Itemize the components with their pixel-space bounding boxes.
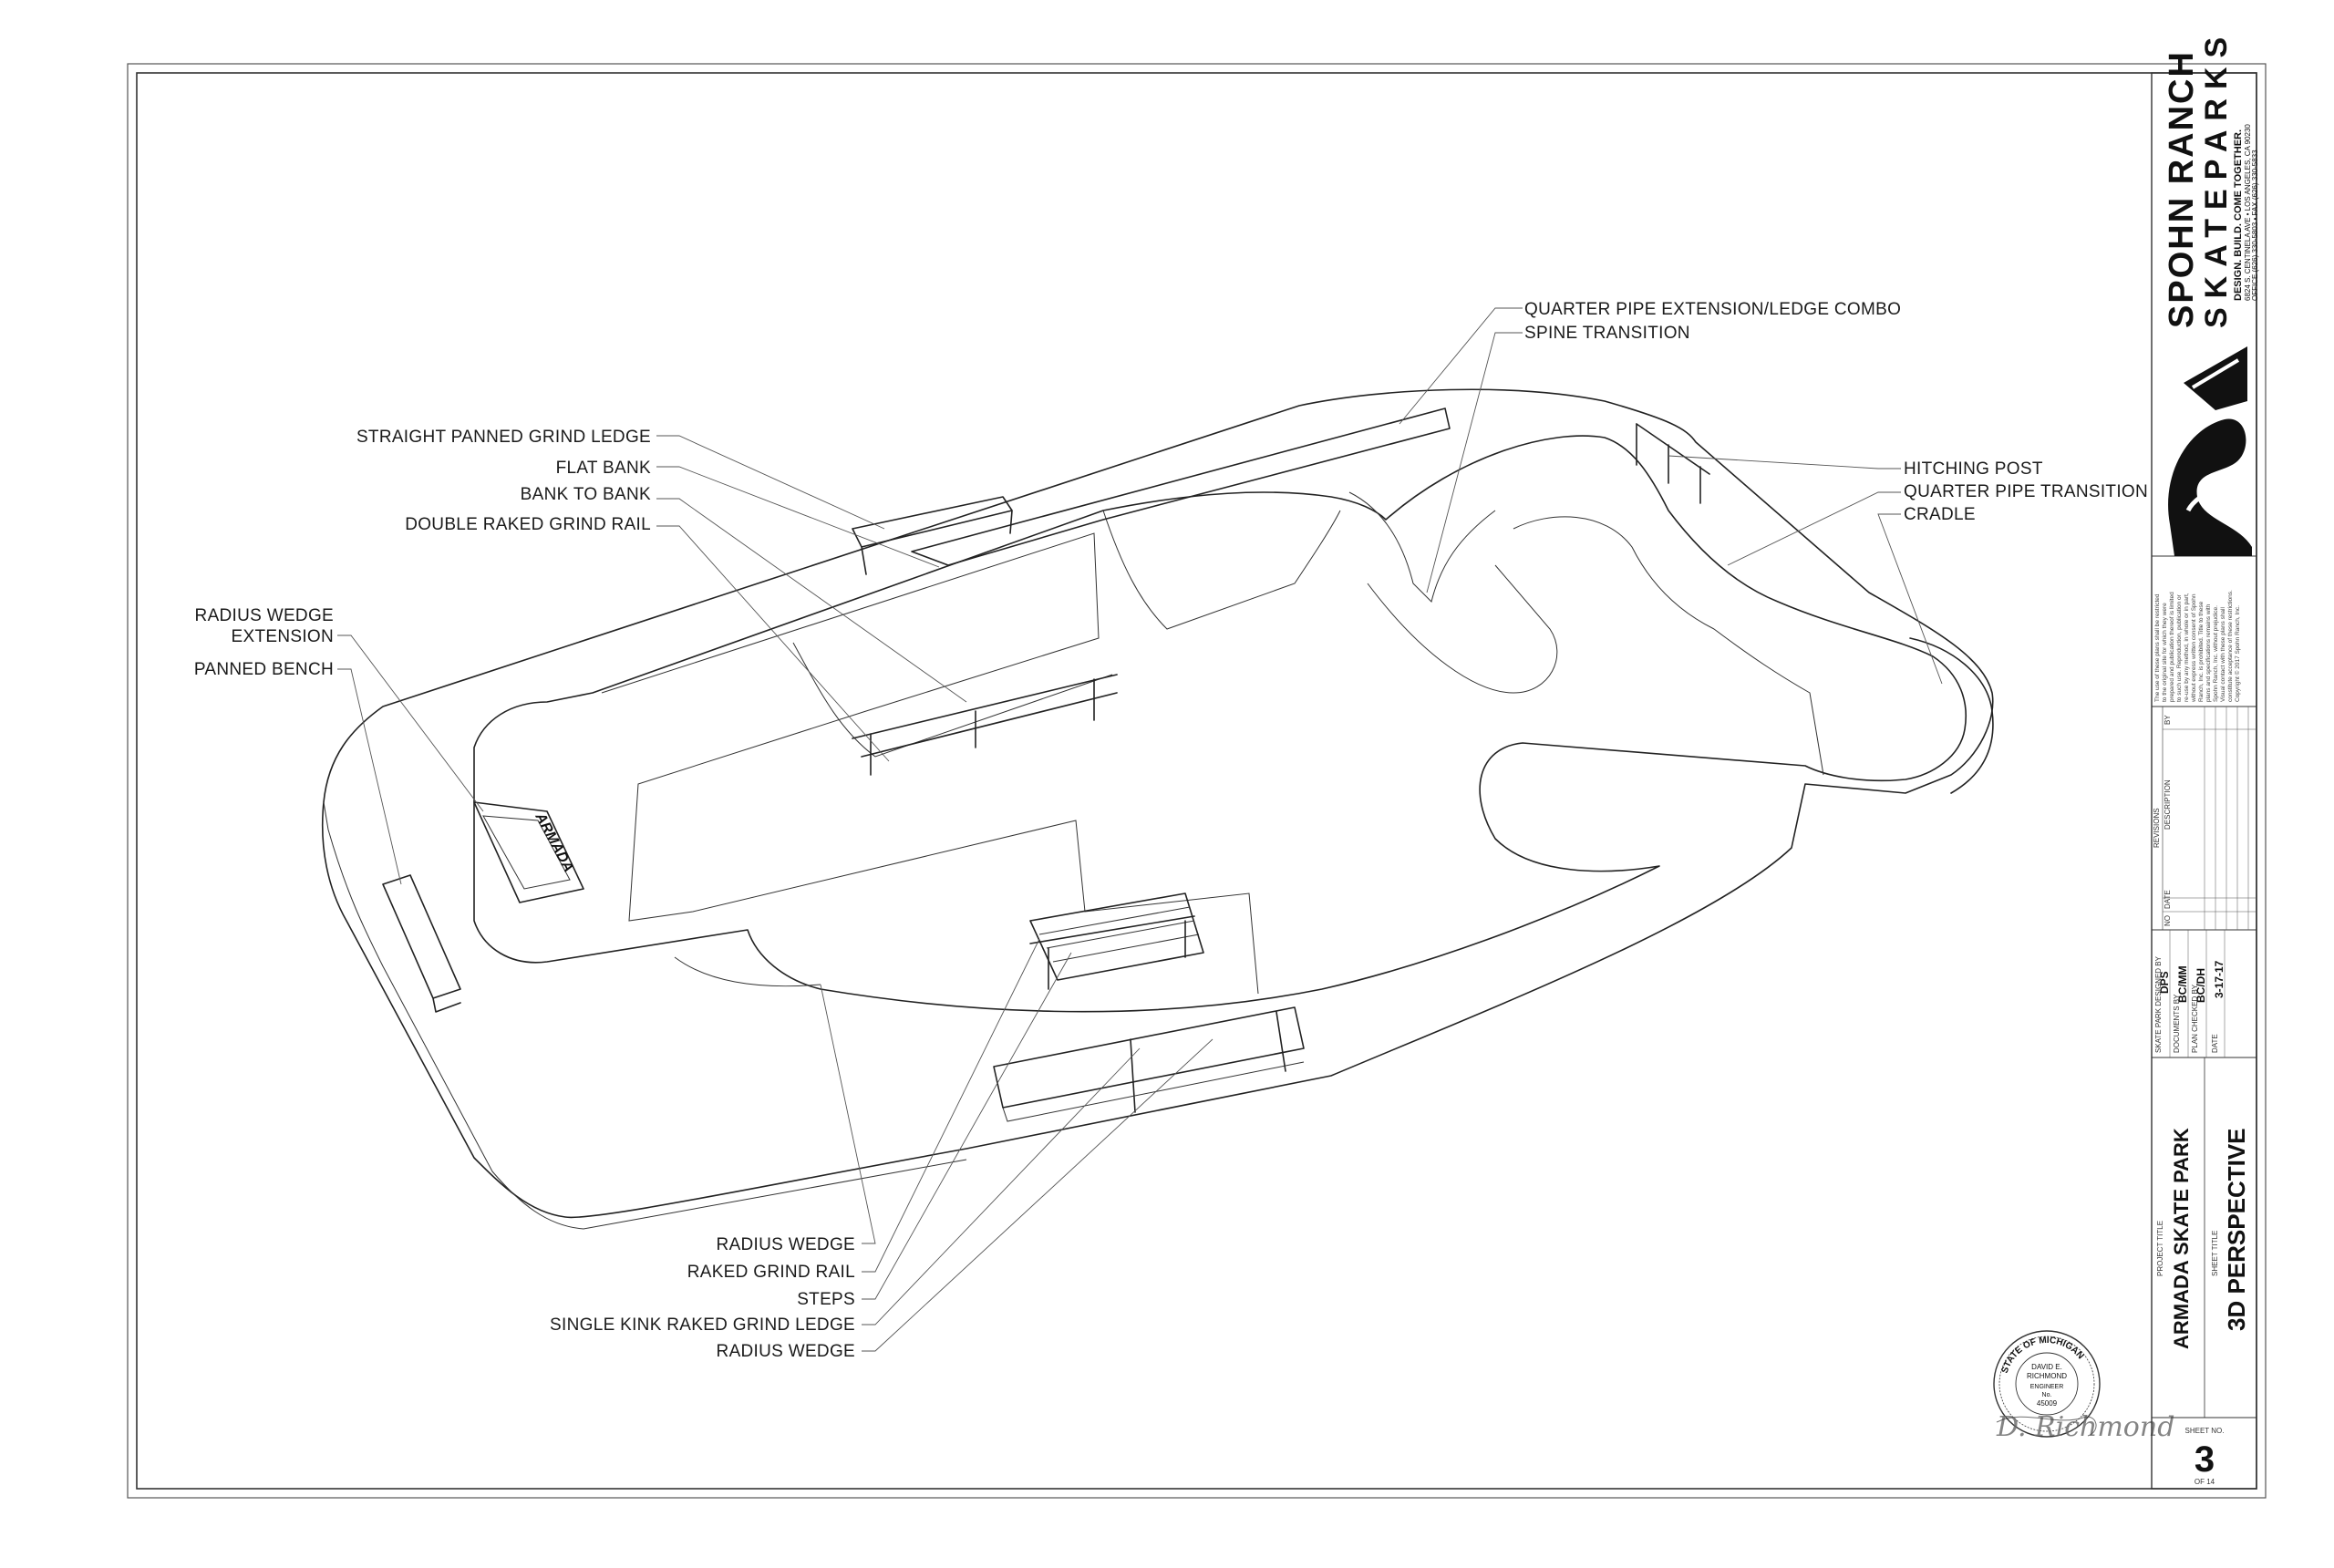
svg-text:DPS: DPS bbox=[2158, 971, 2171, 994]
svg-text:DOCUMENTS BY: DOCUMENTS BY bbox=[2173, 994, 2181, 1053]
seal-no-label: No. bbox=[2042, 1392, 2052, 1398]
svg-text:PROJECT TITLE: PROJECT TITLE bbox=[2156, 1221, 2164, 1276]
seal-name-2: RICHMOND bbox=[2027, 1372, 2067, 1380]
callout-labels-bottom: RADIUS WEDGE RAKED GRIND RAIL STEPS SING… bbox=[550, 1235, 855, 1361]
label-radius-wedge-extension-1: RADIUS WEDGE bbox=[195, 606, 334, 625]
svg-text:REVISIONS: REVISIONS bbox=[2153, 808, 2161, 848]
flat-bank-edge bbox=[792, 642, 1113, 758]
lower-stairs-area bbox=[993, 892, 1305, 1122]
copyright-notice: The use of these plans shall be restrict… bbox=[2154, 590, 2241, 703]
svg-text:BC/DH: BC/DH bbox=[2195, 968, 2207, 1003]
svg-text:DATE: DATE bbox=[2211, 1034, 2219, 1053]
svg-text:Visual contact with these plan: Visual contact with these plans shall bbox=[2220, 607, 2226, 702]
project-title-block: PROJECT TITLE ARMADA SKATE PARK SHEET TI… bbox=[2156, 1128, 2250, 1349]
svg-text:SHEET NO.: SHEET NO. bbox=[2185, 1427, 2225, 1435]
bank-to-bank bbox=[1102, 510, 1341, 630]
label-hitching-post: HITCHING POST bbox=[1904, 459, 2043, 479]
bowl-inner-edge bbox=[473, 435, 1967, 1013]
seal-number: 45009 bbox=[2037, 1399, 2058, 1408]
label-steps: STEPS bbox=[797, 1290, 855, 1309]
straight-panned-grind-ledge bbox=[852, 496, 1013, 575]
title-block: SPOHN RANCH SKATEPARKS DESIGN. BUILD. CO… bbox=[2151, 28, 2259, 1490]
park-outer-edge bbox=[321, 388, 1994, 1219]
label-double-raked-grind-rail: DOUBLE RAKED GRIND RAIL bbox=[405, 515, 651, 534]
svg-text:plans and specifications remai: plans and specifications remains with bbox=[2205, 603, 2212, 702]
cradle bbox=[1909, 637, 1994, 794]
serpentine-bowl bbox=[1367, 516, 1824, 776]
svg-text:3-17-17: 3-17-17 bbox=[2213, 960, 2226, 998]
svg-text:BC/MM: BC/MM bbox=[2176, 965, 2189, 1003]
label-radius-wedge-extension-2: EXTENSION bbox=[232, 627, 335, 646]
svg-text:Spohn Ranch, Inc. without prej: Spohn Ranch, Inc. without prejudice. bbox=[2213, 605, 2219, 702]
company-tagline: DESIGN. BUILD. COME TOGETHER. bbox=[2233, 129, 2244, 301]
label-panned-bench: PANNED BENCH bbox=[194, 660, 334, 679]
inner-border bbox=[136, 72, 2257, 1490]
svg-text:prepared and publication there: prepared and publication thereof is limi… bbox=[2169, 592, 2175, 702]
svg-text:re-use by any method, in whole: re-use by any method, in whole or in par… bbox=[2184, 593, 2190, 702]
armada-brand-mark: ARMADA bbox=[532, 810, 576, 875]
label-radius-wedge-1: RADIUS WEDGE bbox=[717, 1235, 855, 1254]
engineer-seal: STATE OF MICHIGAN DAVID E. RICHMOND ENGI… bbox=[1993, 1330, 2174, 1443]
park-slab-side bbox=[323, 801, 967, 1230]
svg-text:NO: NO bbox=[2164, 915, 2172, 926]
svg-text:The use of these plans shall b: The use of these plans shall be restrict… bbox=[2154, 593, 2161, 702]
callout-labels-top: QUARTER PIPE EXTENSION/LEDGE COMBO SPINE… bbox=[1524, 300, 1901, 343]
label-flat-bank: FLAT BANK bbox=[556, 459, 651, 478]
panned-bench bbox=[382, 874, 461, 1013]
outer-border bbox=[127, 63, 2267, 1499]
callout-labels-right: HITCHING POST QUARTER PIPE TRANSITION CR… bbox=[1904, 459, 2148, 524]
svg-text:Copyright © 2017 Spohn Ranch,: Copyright © 2017 Spohn Ranch, Inc. bbox=[2234, 605, 2241, 702]
label-straight-panned-grind-ledge: STRAIGHT PANNED GRIND LEDGE bbox=[356, 428, 651, 447]
revisions-table: REVISIONS NO DATE DESCRIPTION BY bbox=[2153, 707, 2257, 930]
double-raked-grind-rail bbox=[852, 674, 1118, 776]
label-cradle: CRADLE bbox=[1904, 505, 1976, 524]
svg-text:PLAN CHECKED BY: PLAN CHECKED BY bbox=[2191, 984, 2199, 1053]
spine-transition bbox=[1348, 491, 1496, 603]
company-phone: OFFICE (626) 330-5803 • FAX (626) 330-58… bbox=[2251, 150, 2259, 301]
seal-role: ENGINEER bbox=[2030, 1384, 2064, 1390]
design-info: SKATE PARK DESIGNED BY DPS DOCUMENTS BY … bbox=[2154, 930, 2226, 1057]
callout-labels-left: STRAIGHT PANNED GRIND LEDGE FLAT BANK BA… bbox=[194, 428, 651, 679]
radius-wedge-extension: ARMADA bbox=[473, 801, 584, 903]
callout-leaders bbox=[337, 307, 1943, 1352]
svg-text:to the original site for which: to the original site for which they were bbox=[2162, 603, 2168, 702]
label-radius-wedge-2: RADIUS WEDGE bbox=[717, 1342, 855, 1361]
seal-signature: D. Richmond bbox=[1996, 1411, 2174, 1443]
quarter-pipe-ledge-combo bbox=[911, 407, 1451, 566]
company-address: 6824 S. CENTINELA AVE • LOS ANGELES, CA … bbox=[2244, 124, 2252, 301]
company-name-2: SKATEPARKS bbox=[2199, 28, 2234, 328]
svg-text:DESCRIPTION: DESCRIPTION bbox=[2164, 779, 2172, 830]
skatepark-perspective: ARMADA bbox=[321, 388, 1994, 1230]
svg-text:Ranch, Inc. is prohibited. Tit: Ranch, Inc. is prohibited. Title to thes… bbox=[2198, 601, 2205, 702]
label-single-kink-raked-grind-ledge: SINGLE KINK RAKED GRIND LEDGE bbox=[550, 1315, 855, 1335]
radius-wedge-bottom bbox=[674, 956, 821, 987]
seal-name-1: DAVID E. bbox=[2031, 1363, 2062, 1371]
company-name-1: SPOHN RANCH bbox=[2163, 50, 2201, 328]
deck-island bbox=[601, 532, 1259, 995]
svg-text:SKATE PARK DESIGNED BY: SKATE PARK DESIGNED BY bbox=[2154, 955, 2163, 1053]
svg-text:constitute acceptance of these: constitute acceptance of these restricti… bbox=[2227, 590, 2234, 702]
label-bank-to-bank: BANK TO BANK bbox=[521, 485, 651, 504]
label-quarter-pipe-extension-ledge-combo: QUARTER PIPE EXTENSION/LEDGE COMBO bbox=[1524, 300, 1901, 319]
label-quarter-pipe-transition: QUARTER PIPE TRANSITION bbox=[1904, 482, 2148, 501]
label-raked-grind-rail: RAKED GRIND RAIL bbox=[687, 1263, 855, 1282]
svg-text:SHEET TITLE: SHEET TITLE bbox=[2211, 1231, 2219, 1276]
label-spine-transition: SPINE TRANSITION bbox=[1524, 324, 1690, 343]
svg-text:OF 14: OF 14 bbox=[2195, 1478, 2215, 1486]
sheet-number-block: SHEET NO. 3 OF 14 bbox=[2185, 1427, 2225, 1486]
sheet-title: 3D PERSPECTIVE bbox=[2223, 1128, 2250, 1331]
svg-text:BY: BY bbox=[2164, 715, 2172, 725]
sheet-number: 3 bbox=[2195, 1439, 2215, 1480]
svg-text:to such use. Reproduction, pub: to such use. Reproduction, publication o… bbox=[2176, 593, 2183, 702]
svg-text:without express written consen: without express written consent of Spohn bbox=[2191, 593, 2197, 703]
spohn-ranch-logo-mark bbox=[2168, 346, 2252, 556]
hitching-post bbox=[1636, 423, 1710, 504]
project-title: ARMADA SKATE PARK bbox=[2170, 1128, 2193, 1349]
svg-text:DATE: DATE bbox=[2164, 890, 2172, 909]
